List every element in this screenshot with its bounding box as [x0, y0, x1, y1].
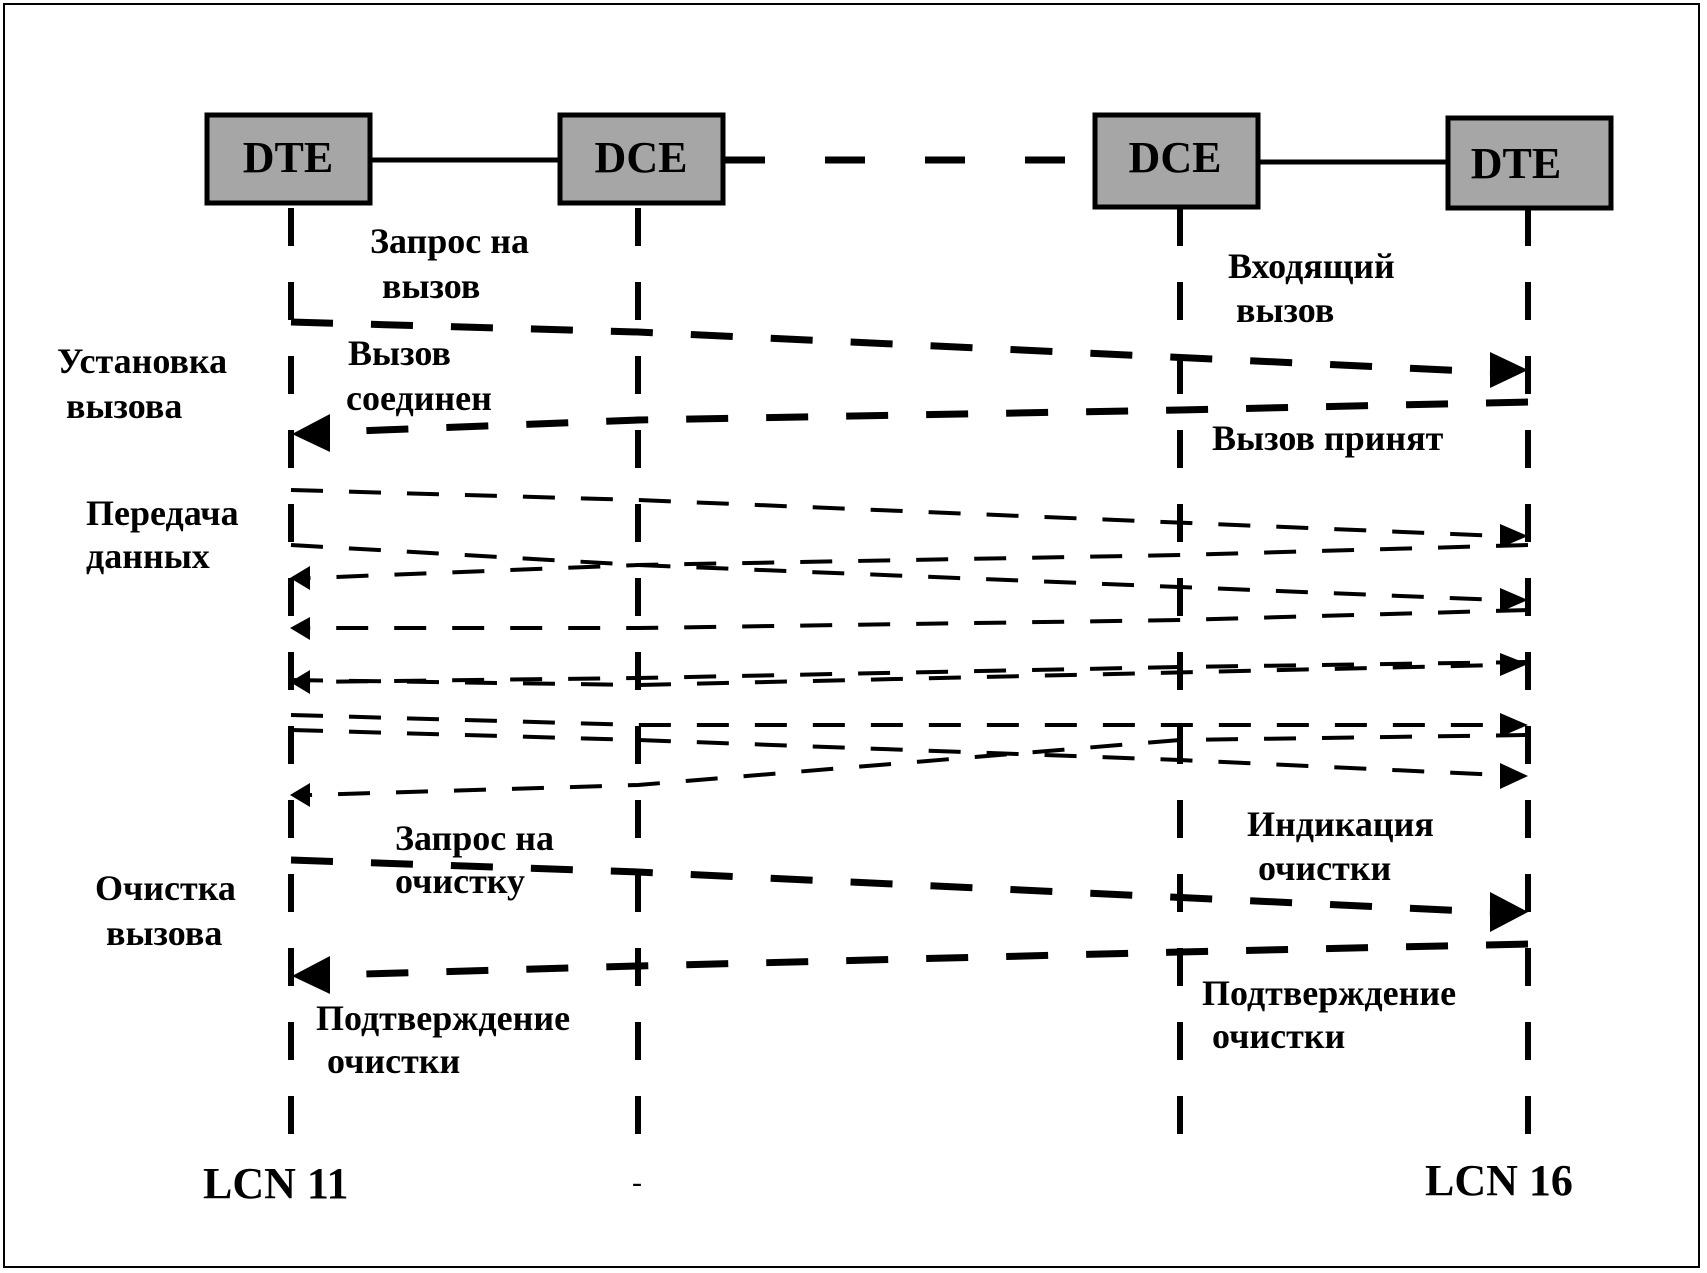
phase-label-clear: Очистка вызова [95, 868, 236, 953]
label-line: Подтверждение [316, 998, 570, 1038]
phase-line: вызова [66, 386, 182, 426]
data-arrow [309, 543, 1529, 580]
label-line: Запрос на [370, 221, 529, 261]
arrow-call-request [290, 318, 1491, 376]
arrowhead-clear-request [1490, 892, 1528, 932]
phase-line: вызова [106, 913, 222, 953]
label-line: Запрос на [395, 818, 554, 858]
arrow-clear-confirm [329, 940, 1529, 979]
label-line: Индикация [1247, 804, 1434, 844]
label-clear-confirm-left: Подтверждение очистки [316, 998, 570, 1081]
label-line: очистки [1212, 1016, 1345, 1056]
phase-line: данных [86, 536, 210, 576]
arrow-call-accepted [329, 398, 1529, 436]
label-line: очистку [395, 861, 525, 901]
label-incoming-call: Входящий вызов [1228, 246, 1395, 330]
node-dte-right: DTE [1445, 115, 1614, 211]
node-label: DTE [243, 133, 333, 182]
arrowhead-data [290, 566, 310, 590]
arrowhead-data [290, 783, 310, 807]
label-call-request: Запрос на вызов [370, 221, 529, 306]
label-call-connected: Вызов соединен [346, 333, 492, 418]
data-arrow [309, 660, 1529, 684]
arrowhead-data [1500, 588, 1528, 612]
label-clear-indication: Индикация очистки [1247, 804, 1434, 888]
phase-line: Передача [86, 493, 239, 533]
label-line: вызов [382, 266, 480, 306]
node-dce-right: DCE [1092, 112, 1261, 210]
footer-lcn-right: LCN 16 [1425, 1156, 1573, 1205]
phase-label-setup: Установка вызова [57, 341, 227, 426]
node-dte-left: DTE [204, 112, 373, 206]
data-arrow [310, 608, 1529, 630]
label-line: очистки [1258, 848, 1391, 888]
phase-line: Очистка [95, 868, 236, 908]
arrowhead-call-request [1490, 352, 1528, 388]
arrowhead-data [1500, 763, 1528, 789]
arrowhead-data [1500, 524, 1528, 548]
label-line: Подтверждение [1202, 973, 1456, 1013]
data-arrow [290, 728, 1501, 777]
node-label: DTE [1471, 139, 1561, 188]
arrowhead-data [290, 617, 310, 640]
data-arrow [290, 488, 1501, 538]
diagram-frame [3, 3, 1700, 1268]
arrowhead-data [1500, 653, 1528, 676]
node-label: DCE [1129, 133, 1222, 182]
label-line: очистки [327, 1041, 460, 1081]
label-call-accepted: Вызов принят [1212, 418, 1444, 458]
arrowhead-clear-confirm [292, 956, 330, 994]
data-transfer-arrows [290, 488, 1529, 807]
data-arrow [309, 733, 1529, 797]
arrowhead-call-accepted [292, 414, 330, 452]
label-clear-confirm-right: Подтверждение очистки [1202, 973, 1456, 1056]
arrowhead-data [290, 670, 310, 694]
label-line: Входящий [1228, 246, 1395, 286]
label-line: Вызов [348, 333, 451, 373]
data-arrow [290, 713, 1500, 727]
label-line: соединен [346, 378, 492, 418]
footer-lcn-left: LCN 11 [203, 1159, 348, 1208]
label-line: вызов [1236, 290, 1334, 330]
footer-middle-mark: - [632, 1166, 642, 1199]
arrow-clear-request [290, 856, 1491, 916]
node-label: DCE [595, 133, 688, 182]
arrowhead-data [1500, 713, 1528, 737]
node-dce-left: DCE [557, 112, 726, 206]
label-clear-request: Запрос на очистку [395, 818, 554, 901]
phase-line: Установка [57, 341, 227, 381]
phase-label-data: Передача данных [86, 493, 239, 576]
